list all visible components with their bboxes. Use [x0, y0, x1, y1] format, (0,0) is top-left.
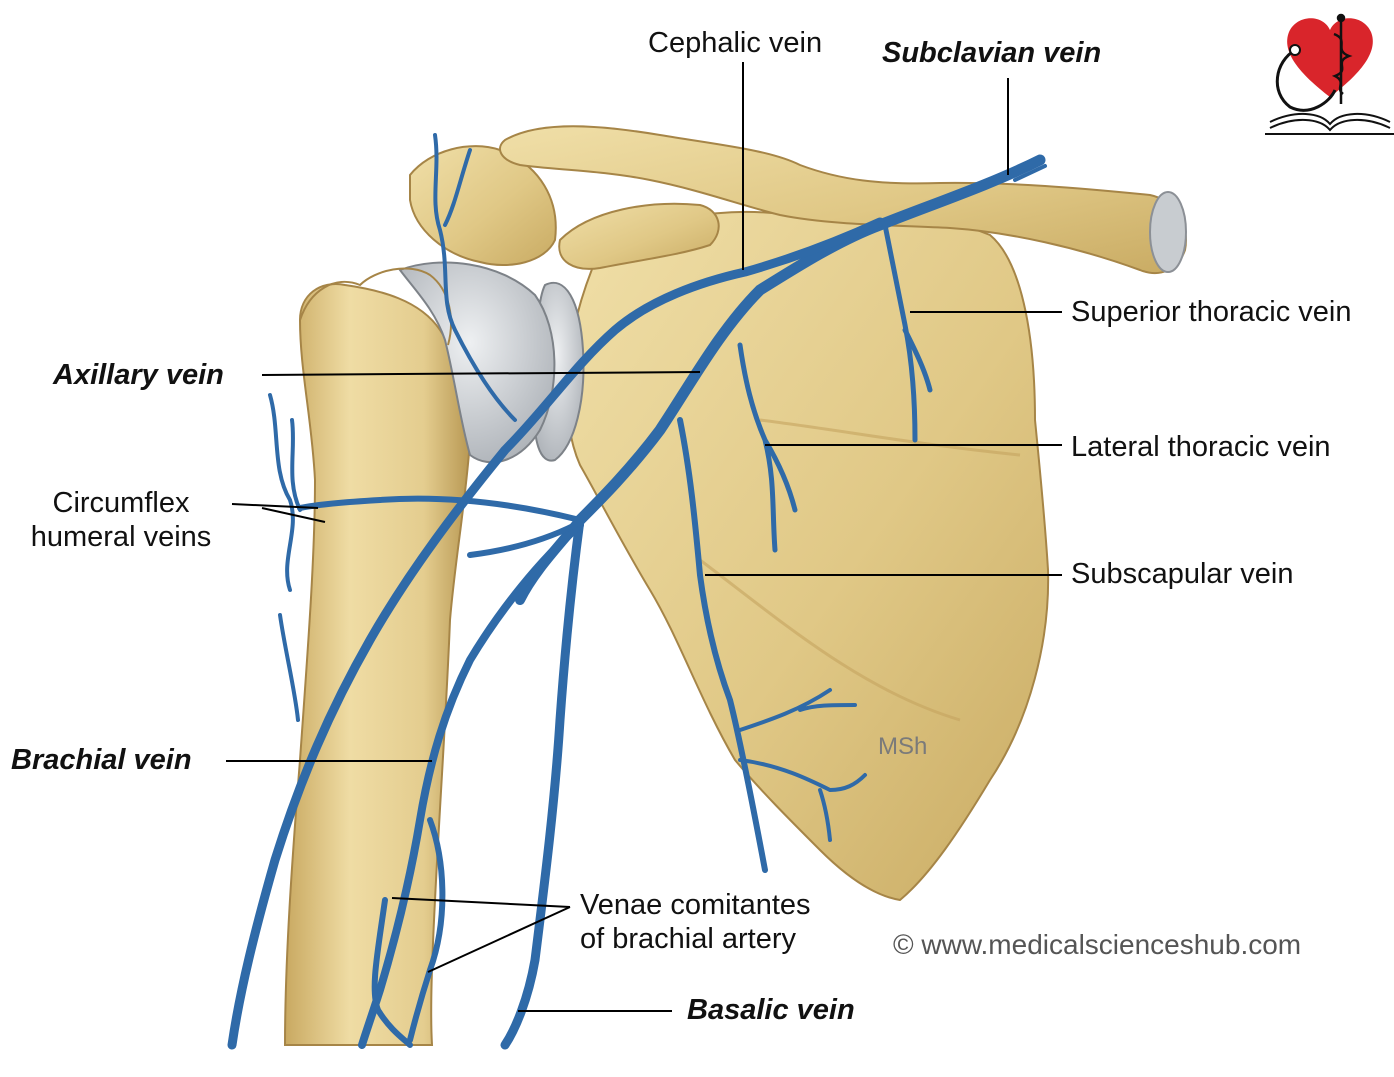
leader-venae-comitantes-lower [427, 906, 571, 973]
label-basalic-vein: Basalic vein [687, 994, 855, 1026]
coracoid-process [558, 202, 720, 270]
label-superior-thoracic-vein: Superior thoracic vein [1071, 296, 1352, 328]
clavicle-sternal-end [1149, 191, 1187, 273]
circumflex-humeral-veins [297, 495, 583, 558]
lateral-thoracic-vein [737, 342, 798, 553]
leader-circumflex-lower [261, 507, 326, 523]
label-circumflex-line2: humeral veins [30, 521, 212, 553]
basilic-vein [500, 515, 585, 1050]
cephalic-vein [227, 217, 885, 1050]
venae-comitantes [371, 817, 446, 1048]
artist-mark: MSh [878, 733, 928, 760]
caduceus-icon [1331, 13, 1353, 104]
label-subclavian-vein: Subclavian vein [882, 37, 1102, 69]
label-brachial-vein: Brachial vein [11, 744, 192, 776]
copyright-notice: © www.medicalscienceshub.com [893, 929, 1302, 960]
label-circumflex-humeral-veins: Circumflex humeral veins [16, 486, 226, 554]
superior-thoracic-vein [882, 222, 933, 443]
brachial-vein [358, 521, 584, 1049]
heart-icon [1287, 18, 1373, 97]
label-axillary-vein: Axillary vein [53, 359, 224, 391]
leader-lines [226, 62, 1062, 1012]
stethoscope-chestpiece [1289, 44, 1301, 56]
label-venae-comitantes: Venae comitantes of brachial artery [580, 888, 811, 956]
leader-axillary-vein [261, 371, 701, 376]
label-cephalic-vein: Cephalic vein [648, 27, 823, 59]
label-venae-comitantes-line1: Venae comitantes [580, 889, 811, 921]
stethoscope-icon [1275, 48, 1337, 112]
leader-venae-comitantes-upper [391, 897, 571, 908]
scapula-ridge [699, 418, 1021, 722]
circumflex-humeral-branches [268, 393, 302, 722]
subclavian-vein-tip [1008, 156, 1047, 182]
open-book-icon [1265, 112, 1394, 135]
subscapular-vein [677, 417, 768, 873]
humeral-head-cartilage [398, 261, 556, 464]
cephalic-upper-branches [433, 133, 517, 422]
label-lateral-thoracic-vein: Lateral thoracic vein [1071, 431, 1331, 463]
label-subscapular-vein: Subscapular vein [1071, 558, 1294, 590]
veins [227, 133, 1047, 1050]
label-venae-comitantes-line2: of brachial artery [580, 923, 796, 955]
subclavian-vein [574, 154, 1046, 526]
subscapular-branches [738, 688, 867, 842]
humerus [283, 283, 472, 1046]
label-circumflex-line1: Circumflex [52, 487, 190, 519]
leader-circumflex-upper [231, 503, 319, 509]
medicalscienceshub-logo [1265, 13, 1394, 135]
